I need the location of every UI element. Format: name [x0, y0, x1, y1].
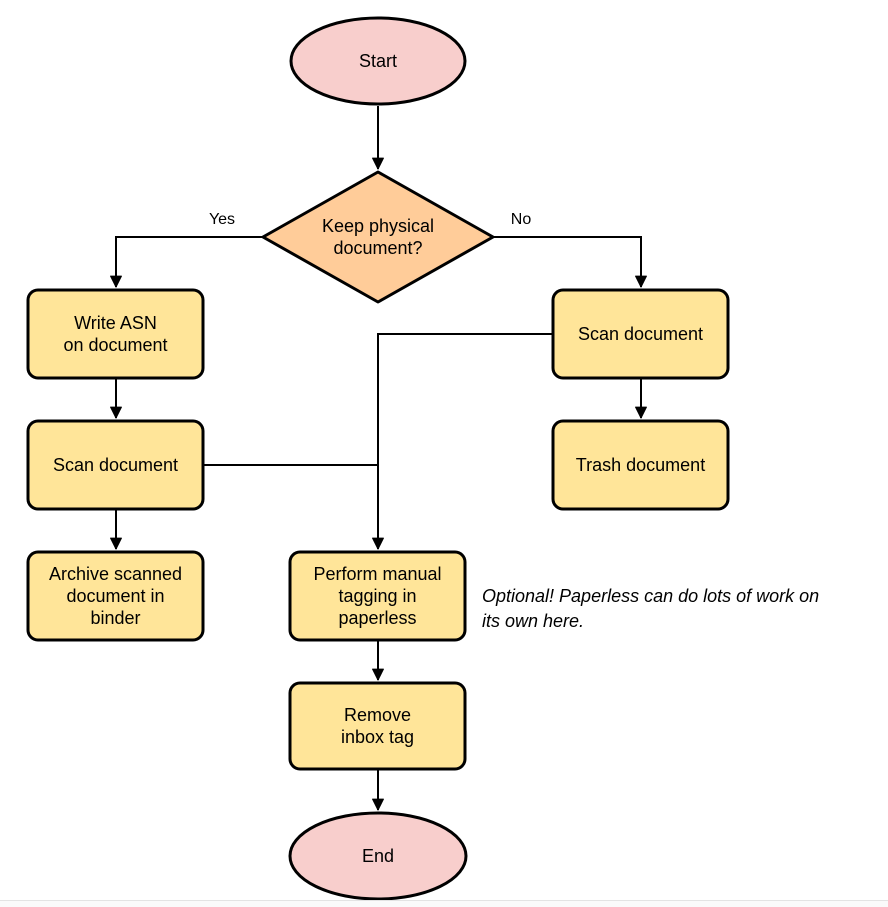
- remove-inbox-process-shape: [288, 681, 467, 771]
- tagging-process-shape: [288, 550, 467, 642]
- decision-diamond-shape: [261, 170, 495, 304]
- page-bottom-edge: [0, 900, 888, 907]
- node-shapes: [26, 16, 730, 901]
- write-asn-process-shape: [26, 288, 205, 380]
- scan-right-process-shape: [551, 288, 730, 380]
- trash-process-shape: [551, 419, 730, 511]
- archive-process-shape: [26, 550, 205, 642]
- start-terminator-shape: [289, 16, 467, 106]
- end-terminator-shape: [288, 811, 468, 901]
- optional-note: Optional! Paperless can do lots of work …: [482, 586, 820, 631]
- scan-left-process-shape: [26, 419, 205, 511]
- edge-decision-no-to-scan-right: [492, 236, 647, 288]
- edge-label-yes: Yes: [208, 211, 236, 228]
- edge-scan-right-to-tagging: [372, 333, 553, 550]
- edges: [110, 106, 647, 811]
- edge-decision-yes-to-write-asn: [110, 236, 264, 288]
- edge-label-no: No: [510, 211, 532, 228]
